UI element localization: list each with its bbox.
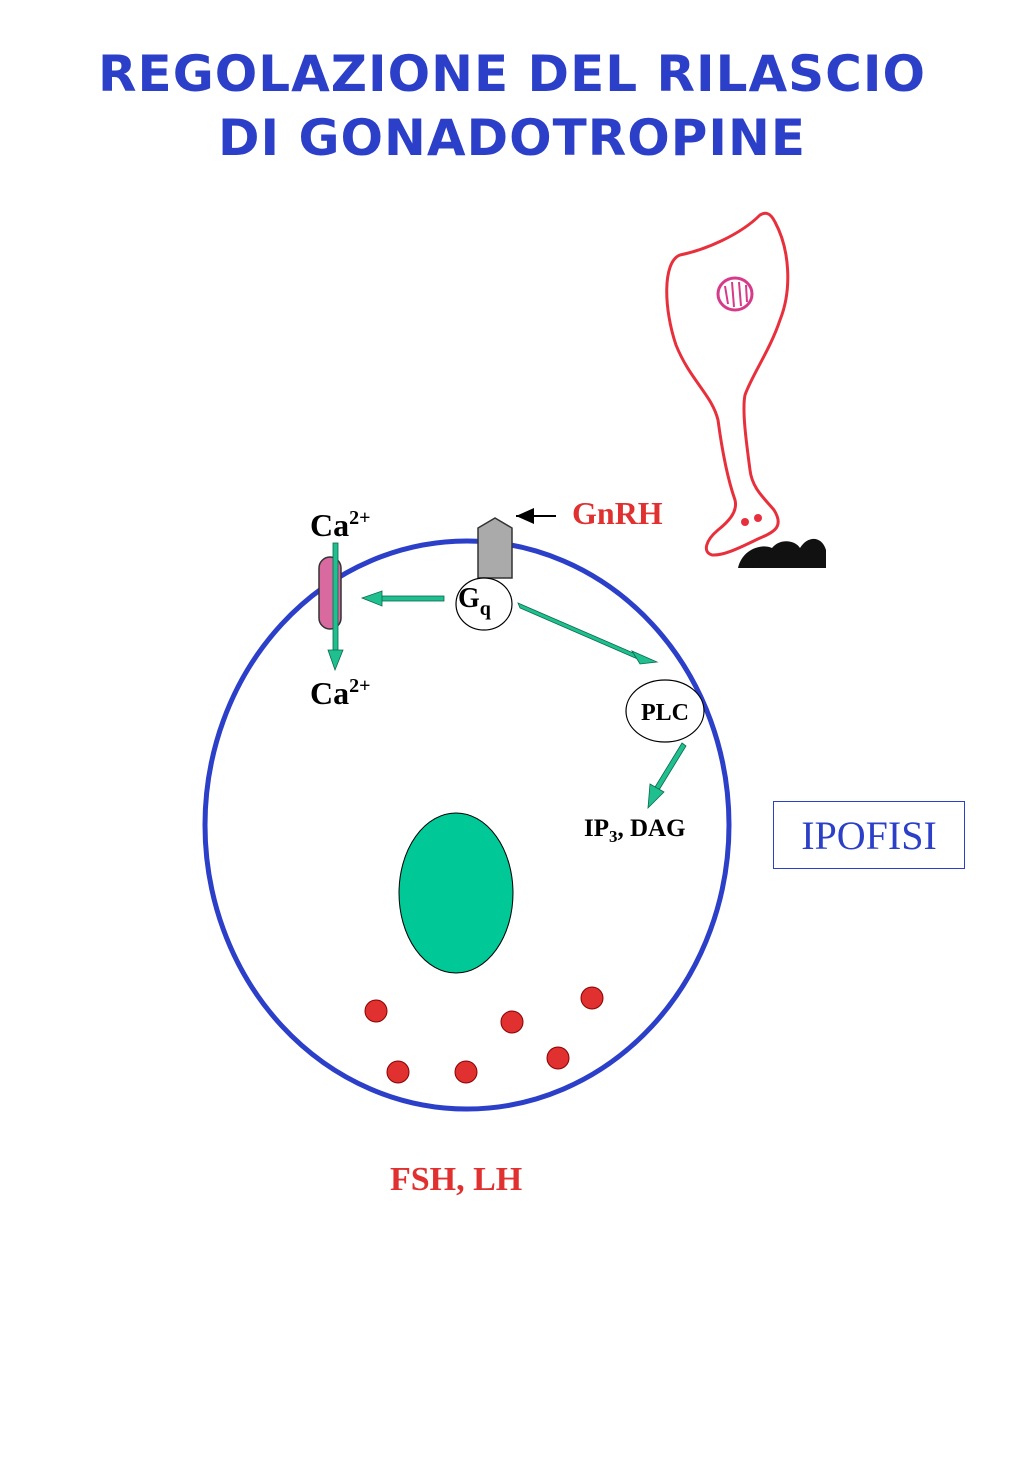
cell-nucleus	[398, 812, 514, 974]
neuron-drawing	[665, 211, 826, 568]
plc-enzyme	[625, 679, 705, 743]
plc-to-ip3-arrow	[647, 742, 687, 810]
calcium-bottom-label: Ca2+	[310, 675, 371, 711]
plc-label: PLC	[641, 700, 689, 726]
neuron-vesicle	[754, 514, 762, 522]
granule	[546, 1046, 570, 1070]
gnrh-label: GnRH	[572, 495, 663, 531]
gland-label: IPOFISI	[773, 801, 965, 869]
cell-membrane	[202, 538, 732, 1112]
hormones-label: FSH, LH	[390, 1161, 522, 1198]
granule	[454, 1060, 478, 1084]
gq-to-plc-arrow	[517, 602, 659, 665]
granule	[386, 1060, 410, 1084]
gnrh-receptor	[477, 517, 513, 579]
neuron-vesicle	[741, 518, 749, 526]
ip3-dag-label: IP3, DAG	[584, 815, 686, 846]
title-line-1: REGOLAZIONE DEL RILASCIO	[98, 45, 926, 103]
gq-protein	[455, 577, 513, 631]
gq-to-channel-arrow	[360, 590, 445, 607]
title-line-2: DI GONADOTROPINE	[218, 109, 806, 167]
granule	[500, 1010, 524, 1034]
calcium-top-label: Ca2+	[310, 507, 371, 543]
granule	[364, 999, 388, 1023]
granule	[580, 986, 604, 1010]
secretory-granules	[364, 986, 604, 1084]
gq-label: Gq	[458, 583, 491, 620]
calcium-influx-arrow	[327, 542, 344, 672]
neuron-nucleus	[716, 276, 754, 312]
